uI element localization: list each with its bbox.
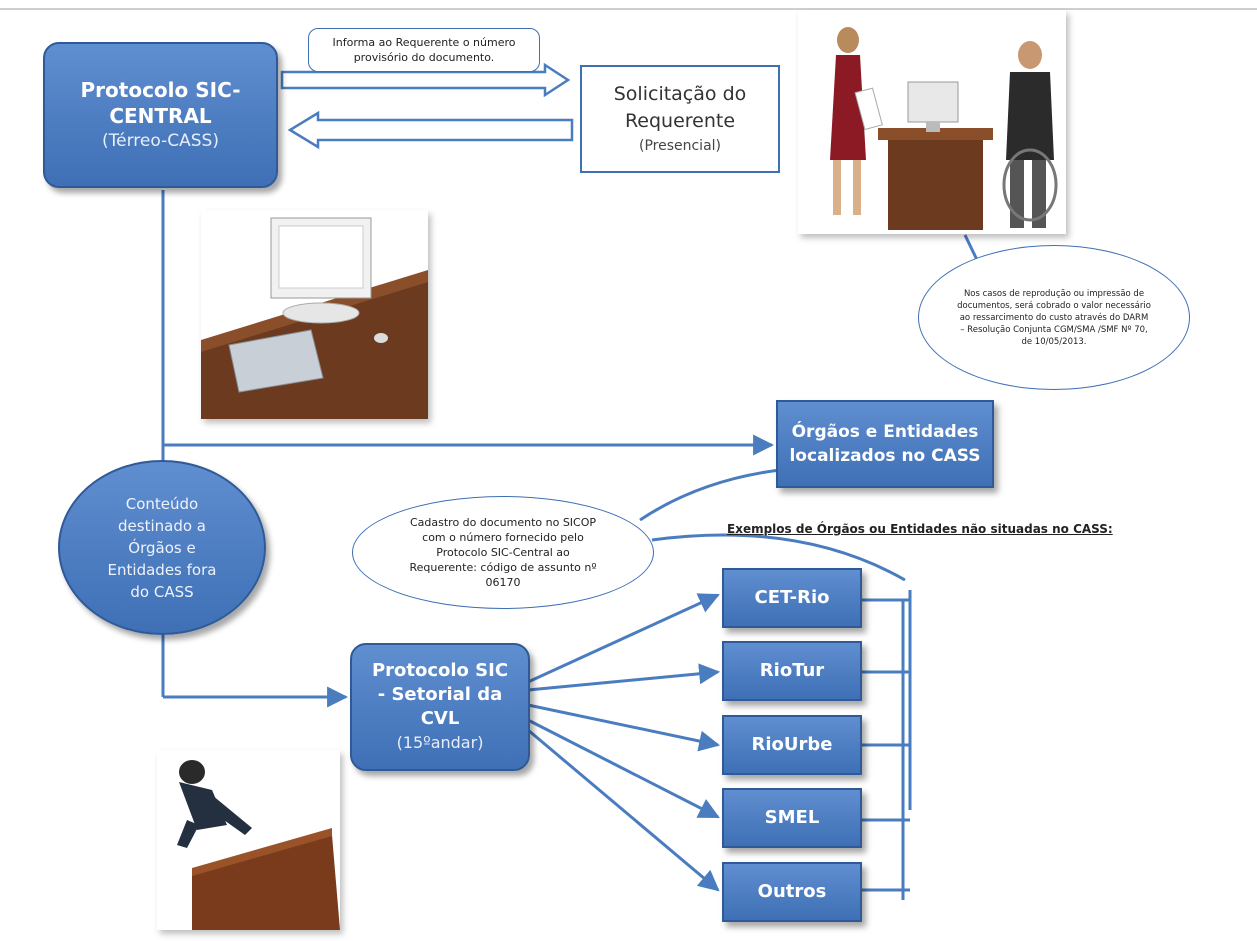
note-to-bracket-curve [651,533,906,582]
target-label: CET-Rio [754,587,830,608]
request-subtitle: (Presencial) [638,138,722,154]
orgaos-cass-line1: Órgãos e Entidades [791,422,979,442]
fan-cet [527,593,720,684]
computer-desk-illustration [201,217,428,419]
block-arrow-right [280,62,571,98]
central-protocol-box: Protocolo SIC- CENTRAL (Térreo-CASS) [43,42,278,188]
orgaos-cass-box: Órgãos e Entidades localizados no CASS [776,400,994,488]
fan-outros [527,728,720,892]
note-to-orgaos-curve [639,468,781,522]
target-label: Outros [757,881,827,902]
setorial-line2: - Setorial da [377,684,503,705]
target-riotur: RioTur [722,641,862,701]
targets-bracket [862,590,912,900]
conteudo-text: Conteúdo destinado a Órgãos e Entidades … [107,494,217,601]
cadastro-note-text: Cadastro do documento no SICOP com o núm… [409,516,597,589]
setorial-line3: CVL [420,708,460,729]
computer-desk-image [201,210,428,419]
setorial-line1: Protocolo SIC [371,660,509,681]
cadastro-note-bubble: Cadastro do documento no SICOP com o núm… [352,496,654,609]
examples-caption: Exemplos de Órgãos ou Entidades não situ… [727,522,1113,536]
target-label: RioTur [759,660,825,681]
orgaos-cass-line2: localizados no CASS [789,446,981,466]
fan-smel [527,718,720,819]
info-arrow-text: Informa ao Requerente o número provisóri… [332,36,516,64]
person-topview-illustration [177,760,340,930]
block-arrow-left [287,110,574,150]
person-topview-image [157,750,340,930]
central-title-line2: CENTRAL [109,104,212,128]
target-label: SMEL [764,807,820,828]
info-arrow-label: Informa ao Requerente o número provisóri… [308,28,540,72]
top-rule [0,8,1257,10]
target-smel: SMEL [722,788,862,848]
fan-riourbe [527,703,721,752]
cost-note-text: Nos casos de reprodução ou impressão de … [957,288,1151,347]
people-desk-image [798,10,1066,234]
cost-note-bubble: Nos casos de reprodução ou impressão de … [918,245,1190,390]
target-cet-rio: CET-Rio [722,568,862,628]
setorial-subtitle: (15ºandar) [396,733,484,752]
conteudo-circle: Conteúdo destinado a Órgãos e Entidades … [58,460,266,635]
central-title-line1: Protocolo SIC- [80,78,241,102]
target-outros: Outros [722,862,862,922]
people-desk-illustration [830,27,1058,230]
central-subtitle: (Térreo-CASS) [102,131,219,151]
target-riourbe: RioUrbe [722,715,862,775]
setorial-protocol-box: Protocolo SIC - Setorial da CVL (15ºanda… [350,643,530,771]
target-label: RioUrbe [751,734,833,755]
request-box: Solicitação do Requerente (Presencial) [580,65,780,173]
fan-riotur [527,663,721,692]
request-title-line2: Requerente [624,110,736,132]
request-title-line1: Solicitação do [613,83,747,105]
